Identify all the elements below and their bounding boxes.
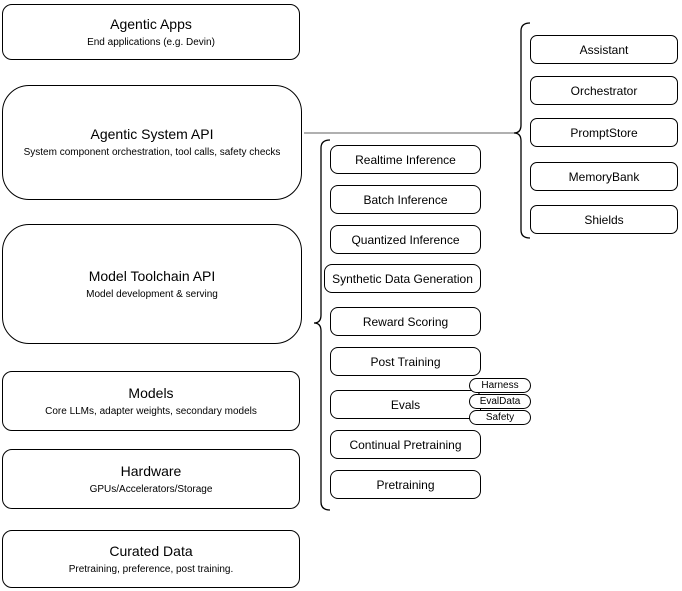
node-title: Model Toolchain API: [88, 267, 216, 284]
node-title: Agentic Apps: [110, 15, 192, 32]
node-reward-scoring: Reward Scoring: [330, 307, 481, 336]
node-orchestrator: Orchestrator: [530, 76, 678, 105]
tag-evaldata: EvalData: [469, 394, 531, 409]
toolchain-brace: [313, 139, 331, 511]
node-continual-pretraining: Continual Pretraining: [330, 430, 481, 459]
node-pretraining: Pretraining: [330, 470, 481, 499]
node-curated-data: Curated Data Pretraining, preference, po…: [2, 530, 300, 588]
node-title: Agentic System API: [90, 126, 214, 142]
node-title: Models: [128, 384, 174, 401]
node-subtitle: Model development & serving: [86, 288, 218, 300]
node-realtime-inference: Realtime Inference: [330, 145, 481, 174]
node-title: Curated Data: [109, 542, 193, 559]
tag-harness: Harness: [469, 378, 531, 393]
node-evals: Evals: [330, 390, 481, 419]
node-agentic-apps: Agentic Apps End applications (e.g. Devi…: [2, 4, 300, 60]
node-models: Models Core LLMs, adapter weights, secon…: [2, 371, 300, 431]
tag-safety: Safety: [469, 410, 531, 425]
node-assistant: Assistant: [530, 35, 678, 64]
node-agentic-system-api: Agentic System API System component orch…: [2, 85, 302, 200]
node-subtitle: GPUs/Accelerators/Storage: [89, 483, 213, 495]
node-subtitle: End applications (e.g. Devin): [87, 36, 215, 48]
node-subtitle: Core LLMs, adapter weights, secondary mo…: [45, 405, 257, 417]
node-subtitle: Pretraining, preference, post training.: [68, 563, 234, 575]
node-shields: Shields: [530, 205, 678, 234]
node-memorybank: MemoryBank: [530, 162, 678, 191]
node-promptstore: PromptStore: [530, 118, 678, 147]
node-quantized-inference: Quantized Inference: [330, 225, 481, 254]
node-hardware: Hardware GPUs/Accelerators/Storage: [2, 449, 300, 509]
node-subtitle: System component orchestration, tool cal…: [23, 147, 281, 158]
system-components-brace: [513, 22, 531, 239]
node-post-training: Post Training: [330, 347, 481, 376]
node-synthetic-data-generation: Synthetic Data Generation: [324, 264, 481, 293]
node-batch-inference: Batch Inference: [330, 185, 481, 214]
node-title: Hardware: [120, 462, 182, 479]
node-model-toolchain-api: Model Toolchain API Model development & …: [2, 224, 302, 344]
